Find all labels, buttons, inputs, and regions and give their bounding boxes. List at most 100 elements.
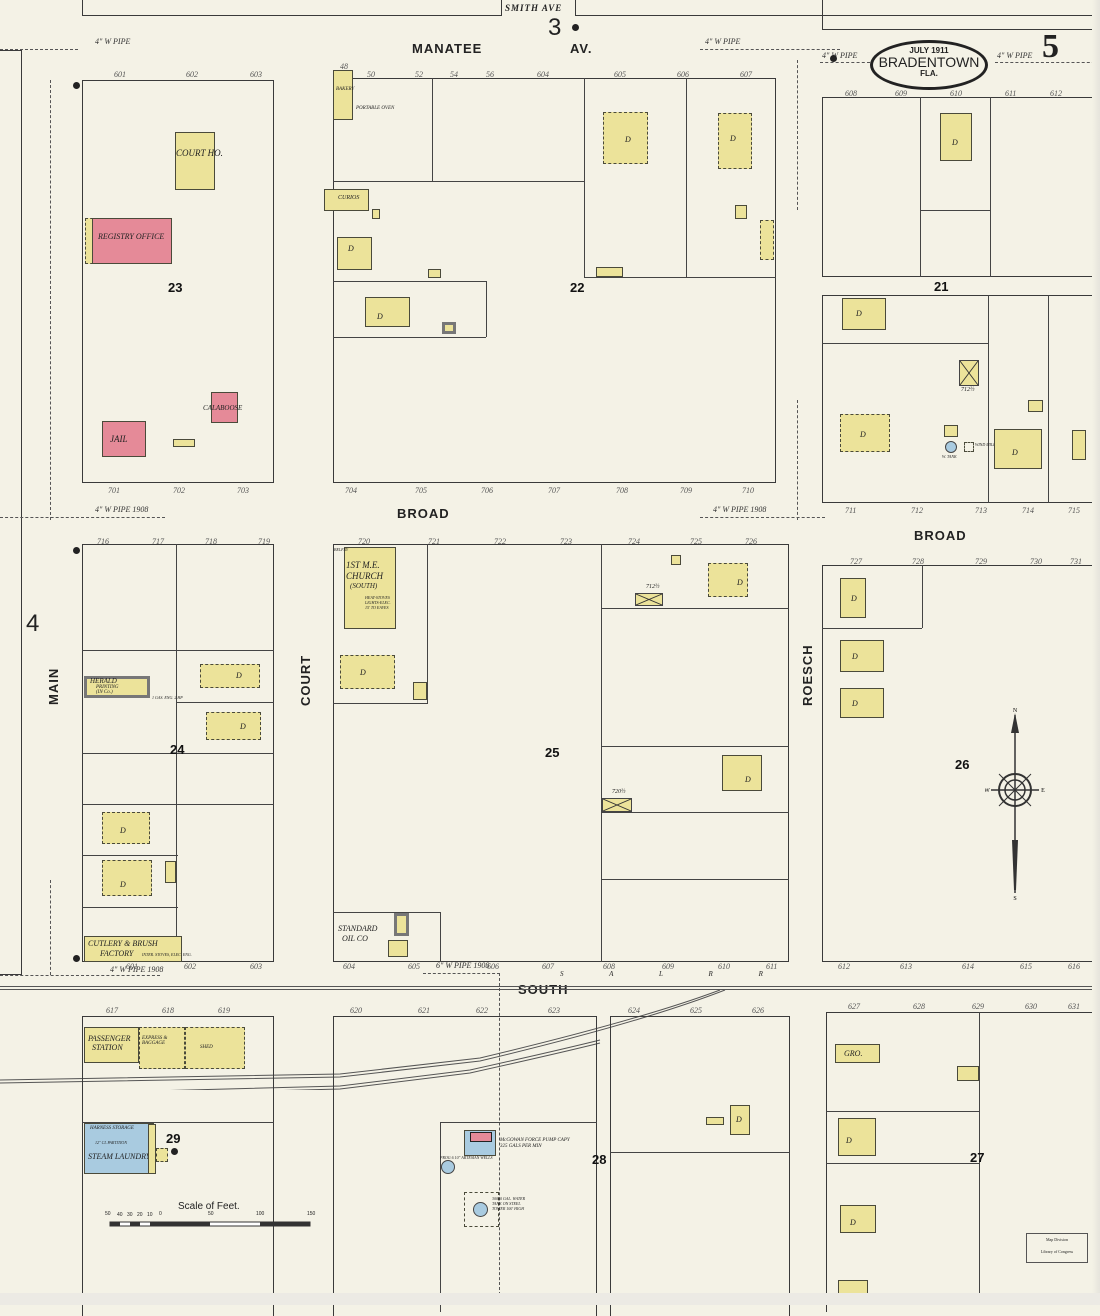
bakery-label: BAKERY	[336, 87, 355, 92]
outbuilding[interactable]	[165, 861, 176, 883]
dwelling[interactable]	[840, 1205, 876, 1233]
scale-tick: 0	[159, 1211, 162, 1217]
scale-bar	[108, 1212, 314, 1232]
outbuilding[interactable]	[413, 682, 427, 700]
lot-line	[82, 907, 178, 908]
shed[interactable]	[185, 1027, 245, 1069]
adjacent-sheet-frame-ne	[575, 0, 1100, 16]
water-tower-frame	[464, 1192, 499, 1227]
dwelling[interactable]	[838, 1280, 868, 1294]
scale-tick: 10	[147, 1212, 153, 1218]
house-number: 719	[258, 537, 270, 546]
calaboose[interactable]	[211, 392, 238, 423]
house-number: 701	[108, 486, 120, 495]
methodist-church[interactable]	[344, 547, 396, 629]
block-28	[333, 1016, 597, 1316]
dwelling[interactable]	[730, 1105, 750, 1135]
express-baggage[interactable]	[139, 1027, 185, 1069]
dwelling[interactable]	[842, 298, 886, 330]
dwelling[interactable]	[206, 712, 261, 740]
shed-x[interactable]	[959, 360, 979, 386]
adjacent-sheet-3[interactable]: 3	[548, 14, 562, 41]
grocery-store[interactable]	[835, 1044, 880, 1063]
outbuilding[interactable]	[388, 940, 408, 957]
lot-line	[822, 628, 922, 629]
wind-mill[interactable]	[964, 442, 974, 452]
lot-line	[440, 1122, 597, 1123]
outbuilding[interactable]	[156, 1148, 168, 1162]
dwelling[interactable]	[102, 860, 152, 896]
outbuilding[interactable]	[442, 322, 456, 334]
lot-line	[988, 295, 989, 503]
outbuilding[interactable]	[372, 209, 380, 219]
shed-x[interactable]	[635, 593, 663, 606]
dwelling-label: D	[852, 652, 858, 661]
dwelling[interactable]	[365, 297, 410, 327]
herald-label-1: HERALD	[90, 677, 117, 685]
outbuilding[interactable]	[596, 267, 623, 277]
house-number: 608	[845, 89, 857, 98]
dwelling[interactable]	[994, 429, 1042, 469]
outbuilding[interactable]	[706, 1117, 724, 1125]
dwelling[interactable]	[603, 112, 648, 164]
dwelling-label: D	[851, 594, 857, 603]
water-tower[interactable]	[473, 1202, 488, 1217]
lot-line	[601, 879, 789, 880]
house-number: 610	[950, 89, 962, 98]
dwelling[interactable]	[840, 640, 884, 672]
railroad-tracks-curve	[0, 989, 1100, 1099]
dwelling[interactable]	[840, 414, 890, 452]
house-number: 624	[628, 1006, 640, 1015]
water-pipe	[0, 49, 78, 50]
herald-note: 1 GAS. ENG. 2 HP	[152, 695, 183, 700]
outbuilding[interactable]	[148, 1124, 156, 1174]
outbuilding[interactable]	[1072, 430, 1086, 460]
scale-tick: 40	[117, 1212, 123, 1218]
outbuilding[interactable]	[760, 220, 774, 260]
passenger-station[interactable]	[84, 1027, 139, 1063]
scale-tick: 150	[307, 1211, 316, 1217]
dwelling[interactable]	[840, 578, 866, 618]
oil-tank-shed[interactable]	[394, 913, 409, 936]
street-broad-east: BROAD	[914, 528, 967, 543]
dwelling[interactable]	[940, 113, 972, 161]
outbuilding[interactable]	[428, 269, 441, 278]
outbuilding[interactable]	[957, 1066, 979, 1081]
dwelling[interactable]	[337, 237, 372, 270]
outbuilding[interactable]	[671, 555, 681, 565]
cutlery-note: INTER. STOVES, ELEC. ENG.	[142, 952, 192, 957]
court-house[interactable]	[175, 132, 215, 190]
court-house-label: COURT HO.	[176, 148, 223, 158]
steam-laundry[interactable]	[84, 1123, 154, 1174]
outbuilding[interactable]	[944, 425, 958, 437]
house-number: 611	[1005, 89, 1017, 98]
house-number: 711	[845, 506, 857, 515]
jail[interactable]	[102, 421, 146, 457]
dwelling[interactable]	[102, 812, 150, 844]
svg-text:E: E	[1041, 788, 1045, 794]
outbuilding[interactable]	[173, 439, 195, 447]
adjacent-sheet-4[interactable]: 4	[26, 610, 40, 637]
water-pipe	[0, 517, 165, 518]
registry-office[interactable]	[92, 218, 172, 264]
lot-line	[333, 703, 427, 704]
bakery[interactable]	[333, 70, 353, 120]
shed-x[interactable]	[602, 798, 632, 812]
block-29	[82, 1016, 274, 1316]
cutlery-brush-factory[interactable]	[84, 936, 182, 962]
dwelling[interactable]	[708, 563, 748, 597]
dwelling[interactable]	[722, 755, 762, 791]
curios-shop[interactable]	[324, 189, 369, 211]
house-number: 615	[1020, 962, 1032, 971]
scale-title: Scale of Feet.	[178, 1201, 240, 1212]
herald-printing[interactable]	[84, 676, 150, 698]
outbuilding[interactable]	[735, 205, 747, 219]
outbuilding[interactable]	[1028, 400, 1043, 412]
dwelling[interactable]	[200, 664, 260, 688]
dwelling[interactable]	[840, 688, 884, 718]
dwelling[interactable]	[718, 113, 752, 169]
dwelling-label: D	[236, 671, 242, 680]
artesian-well	[441, 1160, 455, 1174]
dwelling[interactable]	[838, 1118, 876, 1156]
dwelling[interactable]	[340, 655, 395, 689]
